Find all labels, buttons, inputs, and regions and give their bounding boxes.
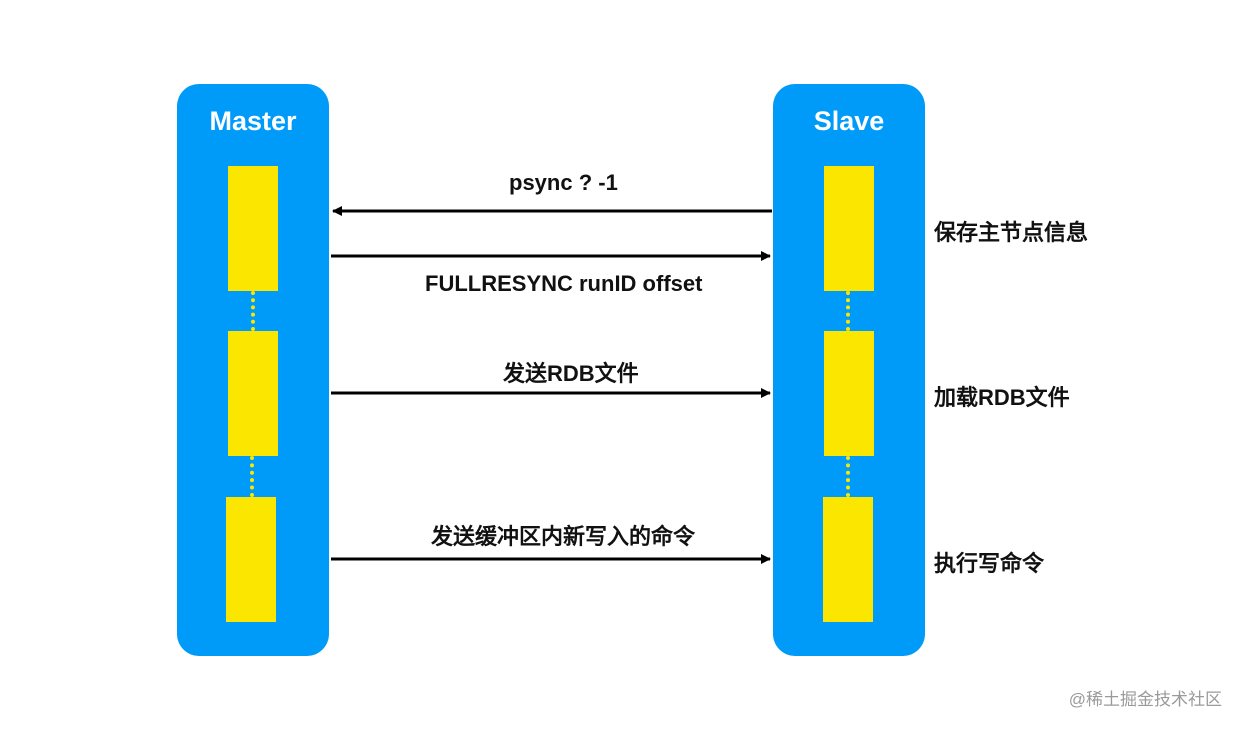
- master-activation-3: [226, 497, 276, 622]
- slave-activation-3: [823, 497, 873, 622]
- message-label-send-rdb: 发送RDB文件: [503, 361, 639, 386]
- master-connector-1: [251, 291, 255, 331]
- slave-connector-2: [846, 456, 850, 497]
- slave-step-exec-write: 执行写命令: [934, 551, 1045, 576]
- message-label-fullresync: FULLRESYNC runID offset: [425, 271, 703, 296]
- slave-step-load-rdb: 加载RDB文件: [934, 385, 1070, 410]
- message-label-psync: psync ? -1: [509, 170, 618, 195]
- slave-activation-1: [824, 166, 874, 291]
- master-activation-2: [228, 331, 278, 456]
- slave-title: Slave: [813, 106, 885, 136]
- master-connector-2: [250, 456, 254, 497]
- slave-connector-1: [846, 291, 850, 331]
- slave-step-save-master-info: 保存主节点信息: [934, 220, 1089, 245]
- master-title: Master: [209, 106, 297, 136]
- master-activation-1: [228, 166, 278, 291]
- slave-activation-2: [824, 331, 874, 456]
- watermark: @稀土掘金技术社区: [1068, 690, 1222, 709]
- message-label-send-buffer: 发送缓冲区内新写入的命令: [431, 524, 696, 549]
